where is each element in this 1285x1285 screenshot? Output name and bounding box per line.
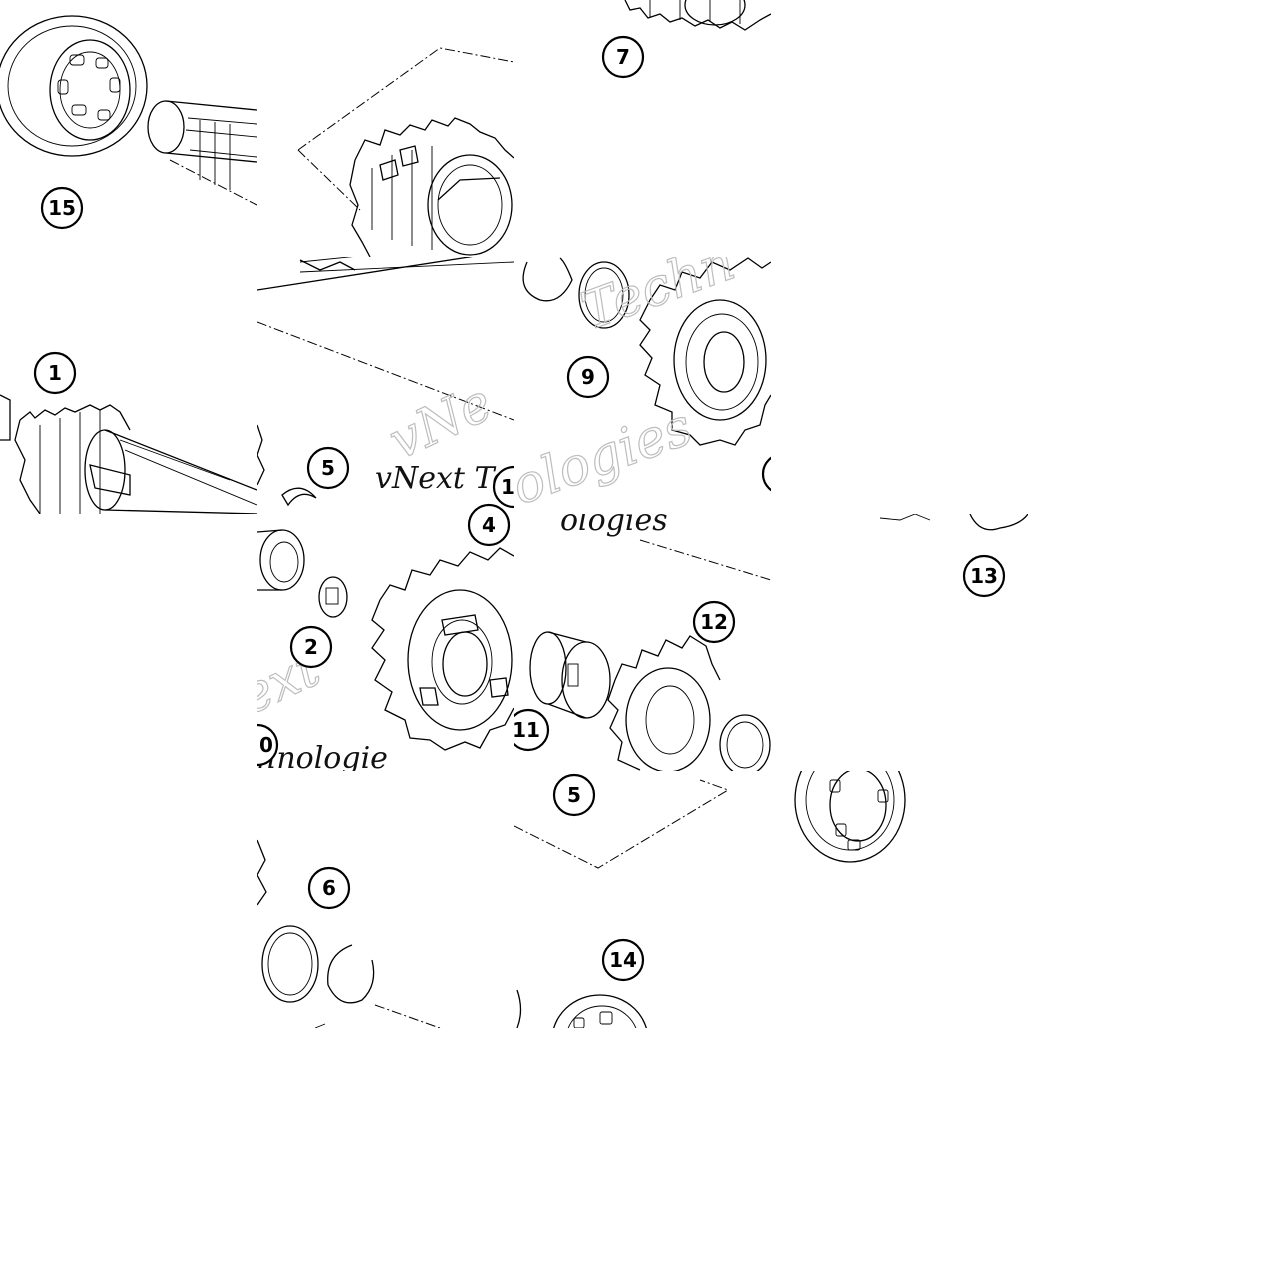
callout-4: 4 [467,503,511,547]
svg-text:13: 13 [970,564,998,588]
part-13-fragment [879,514,1028,531]
bushing-11-gear-12: ologies [529,503,771,771]
callout-14: 14 [601,938,645,982]
spline-shaft-top [147,100,257,206]
svg-text:Techn: Techn [574,232,743,342]
svg-text:14: 14 [609,948,637,972]
svg-text:6: 6 [322,876,336,900]
svg-text:7: 7 [616,45,630,69]
callout-7: 7 [601,35,645,79]
svg-text:15: 15 [48,196,76,220]
svg-text:4: 4 [482,513,496,537]
svg-text:ologies: ologies [504,397,700,517]
gear-7-top [624,0,771,31]
gear-4 [371,547,514,751]
callout-12: 12 [692,600,736,644]
callout-5a: 5 [306,446,350,490]
svg-text:11: 11 [512,718,540,742]
svg-text:vNext Te: vNext Te [375,461,510,496]
svg-text:12: 12 [700,610,728,634]
shaft-splines-mid [257,257,514,507]
gear-cluster [297,47,514,257]
svg-text:1: 1 [501,475,515,499]
primary-shaft [0,394,257,514]
callout-9: 9 [566,355,610,399]
svg-text:hnologie: hnologie [257,741,388,776]
callout-2: 2 [289,625,333,669]
circlips-6 [257,839,441,1028]
callout-partial-right [761,456,771,492]
callout-1: 1 [33,351,77,395]
gear-9 [639,257,771,446]
callout-partial-a: 1 [492,465,515,509]
gear-12 [607,635,721,771]
svg-text:0: 0 [259,733,273,757]
svg-text:5: 5 [567,783,581,807]
svg-text:2: 2 [304,635,318,659]
callout-partial-b: 0 [257,723,279,767]
callout-5b: 5 [552,773,596,817]
bearing-lower-right [794,771,906,863]
callout-13: 13 [962,554,1006,598]
svg-text:9: 9 [581,365,595,389]
bearing-15 [0,15,148,157]
watermark-mid: vNe vNext Te [375,372,510,496]
callout-15: 15 [40,186,84,230]
svg-text:5: 5 [321,456,335,480]
callout-6: 6 [307,866,351,910]
gear-teeth-left [349,117,514,257]
callout-11: 11 [512,708,550,752]
watermark-right: ologies [504,396,700,517]
svg-text:1: 1 [48,361,62,385]
svg-text:vNe: vNe [380,373,501,472]
svg-text:ologies: ologies [560,503,668,538]
frame-and-bearing-14 [514,779,730,1028]
bushing-11 [529,631,611,719]
